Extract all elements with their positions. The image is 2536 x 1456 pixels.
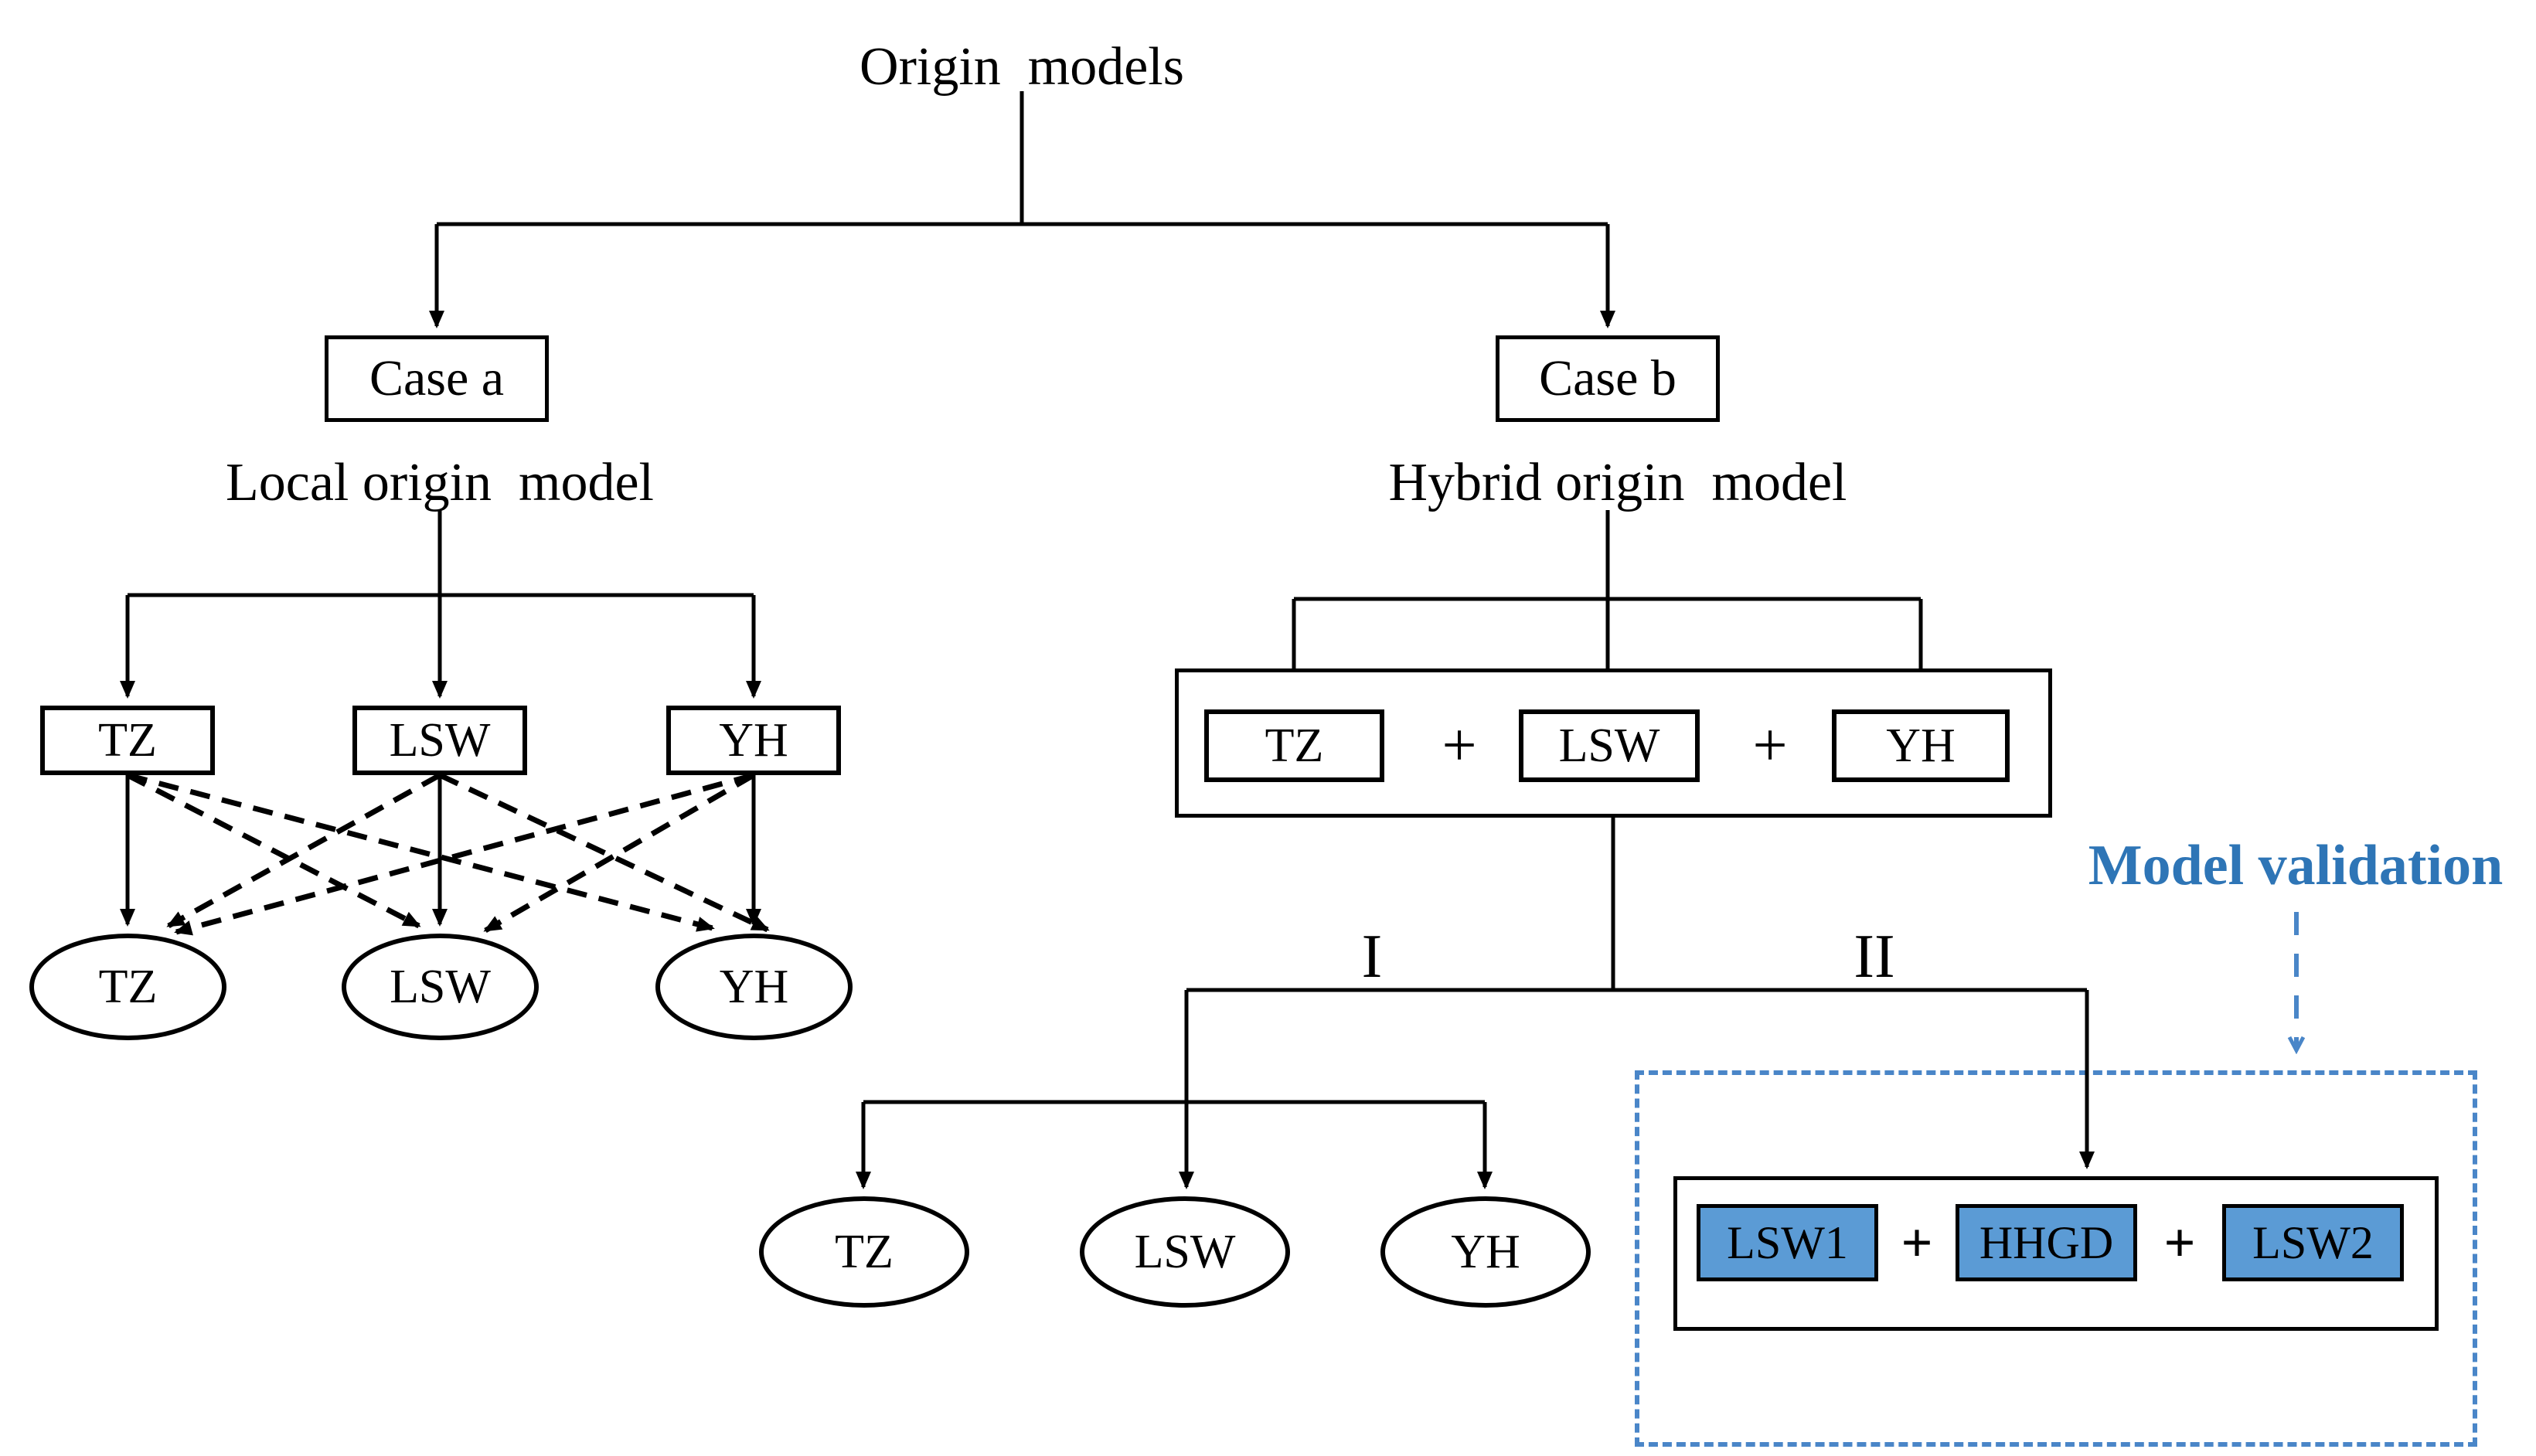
validation-box-lsw1: LSW1 bbox=[1697, 1204, 1878, 1281]
origin-models-label: Origin models bbox=[860, 37, 1184, 97]
model-validation-dashed-region bbox=[1635, 1070, 2477, 1447]
hybrid-sum-box-tz: TZ bbox=[1204, 709, 1384, 782]
validation-box-hhgd: HHGD bbox=[1956, 1204, 2137, 1281]
path-label-two: II bbox=[1853, 923, 1895, 991]
model-validation-title: Model validation bbox=[2088, 834, 2504, 897]
left-box-yh: YH bbox=[666, 706, 841, 775]
left-subtree-dashed-connectors bbox=[126, 772, 770, 936]
validation-box-lsw2: LSW2 bbox=[2222, 1204, 2404, 1281]
path1-ellipse-yh: YH bbox=[1380, 1196, 1591, 1308]
hybrid-plus-sign-2: + bbox=[1752, 711, 1788, 780]
left-ellipse-yh: YH bbox=[655, 934, 853, 1040]
validation-plus-sign-1: + bbox=[1901, 1211, 1933, 1274]
right-subtree-connectors bbox=[856, 510, 2095, 1189]
path1-ellipse-tz: TZ bbox=[759, 1196, 969, 1308]
hybrid-sum-box-yh: YH bbox=[1832, 709, 2010, 782]
hybrid-origin-model-label: Hybrid origin model bbox=[1388, 453, 1847, 512]
path1-ellipse-lsw: LSW bbox=[1080, 1196, 1290, 1308]
hybrid-plus-sign-1: + bbox=[1442, 711, 1477, 780]
left-ellipse-tz: TZ bbox=[29, 934, 226, 1040]
case-b-box: Case b bbox=[1496, 335, 1720, 422]
path-label-one: I bbox=[1361, 923, 1383, 991]
left-subtree-connectors bbox=[120, 510, 761, 927]
left-box-lsw: LSW bbox=[352, 706, 527, 775]
local-origin-model-label: Local origin model bbox=[225, 453, 655, 512]
trunk-connectors bbox=[429, 91, 1615, 328]
left-box-tz: TZ bbox=[40, 706, 215, 775]
case-a-box: Case a bbox=[325, 335, 549, 422]
left-ellipse-lsw: LSW bbox=[342, 934, 539, 1040]
hybrid-sum-box-lsw: LSW bbox=[1519, 709, 1700, 782]
validation-plus-sign-2: + bbox=[2163, 1211, 2196, 1274]
